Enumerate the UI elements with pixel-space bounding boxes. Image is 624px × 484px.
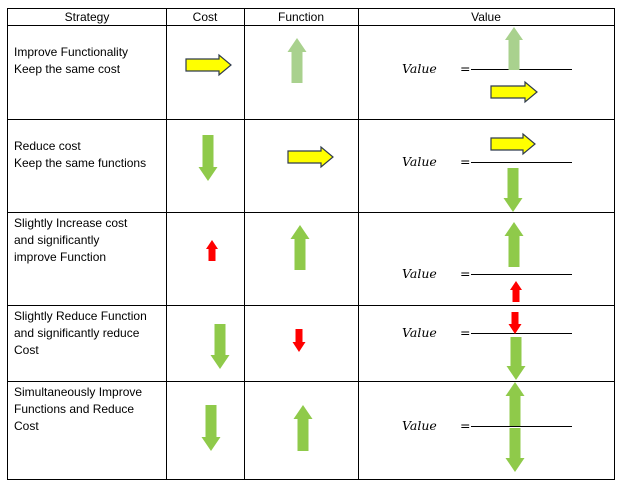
down-arrow: [505, 428, 525, 472]
strategy-line: Keep the same functions: [14, 156, 147, 170]
value-label: Value: [402, 418, 437, 433]
down-arrow: [503, 168, 523, 212]
up-arrow: [505, 27, 523, 70]
strategy-line: Simultaneously Improve: [14, 385, 143, 399]
equals-sign: =: [460, 61, 470, 76]
header-function: Function: [278, 10, 324, 24]
right-arrow: [490, 80, 538, 104]
strategy-line: Cost: [14, 419, 39, 433]
equals-sign: =: [460, 418, 470, 433]
down-arrow: [198, 135, 218, 181]
right-arrow: [185, 53, 232, 77]
strategy-line: Cost: [14, 343, 39, 357]
strategy-line: Functions and Reduce: [14, 402, 135, 416]
down-arrow: [210, 324, 230, 369]
value-label: Value: [402, 266, 437, 281]
right-arrow: [490, 132, 536, 156]
strategy-line: Slightly Reduce Function: [14, 309, 147, 323]
strategy-cell: Slightly Increase cost and significantly…: [14, 216, 128, 264]
strategy-line: Keep the same cost: [14, 62, 121, 76]
strategy-line: Improve Functionality: [14, 45, 129, 59]
up-arrow: [293, 405, 313, 451]
strategy-cell: Simultaneously Improve Functions and Red…: [14, 385, 143, 433]
equals-sign: =: [460, 154, 470, 169]
down-arrow: [201, 405, 221, 451]
up-arrow: [287, 38, 307, 83]
table-grid: [7, 8, 615, 480]
value-label: Value: [402, 325, 437, 340]
strategy-line: and significantly: [14, 233, 100, 247]
header-cost: Cost: [193, 10, 218, 24]
value-formula: Value = Value = Value = Value = Value =: [402, 61, 572, 433]
strategy-line: Reduce cost: [14, 139, 81, 153]
down-arrow: [292, 329, 306, 352]
equals-sign: =: [460, 325, 470, 340]
header-value: Value: [471, 10, 501, 24]
equals-sign: =: [460, 266, 470, 281]
up-arrow: [505, 382, 525, 426]
strategy-line: improve Function: [14, 250, 107, 264]
right-arrow: [287, 145, 334, 169]
value-label: Value: [402, 154, 437, 169]
up-arrow: [504, 222, 524, 267]
strategy-line: Slightly Increase cost: [14, 216, 128, 230]
value-label: Value: [402, 61, 437, 76]
arrow-layer: [185, 27, 538, 472]
up-arrow: [290, 225, 310, 270]
down-arrow: [508, 312, 522, 334]
strategy-cell: Improve Functionality Keep the same cost: [14, 45, 129, 76]
up-arrow: [206, 240, 218, 261]
header-strategy: Strategy: [65, 10, 110, 24]
strategy-cell: Slightly Reduce Function and significant…: [14, 309, 147, 357]
down-arrow: [506, 337, 526, 380]
strategy-cell: Reduce cost Keep the same functions: [14, 139, 147, 170]
strategy-line: and significantly reduce: [14, 326, 140, 340]
up-arrow: [510, 281, 522, 302]
